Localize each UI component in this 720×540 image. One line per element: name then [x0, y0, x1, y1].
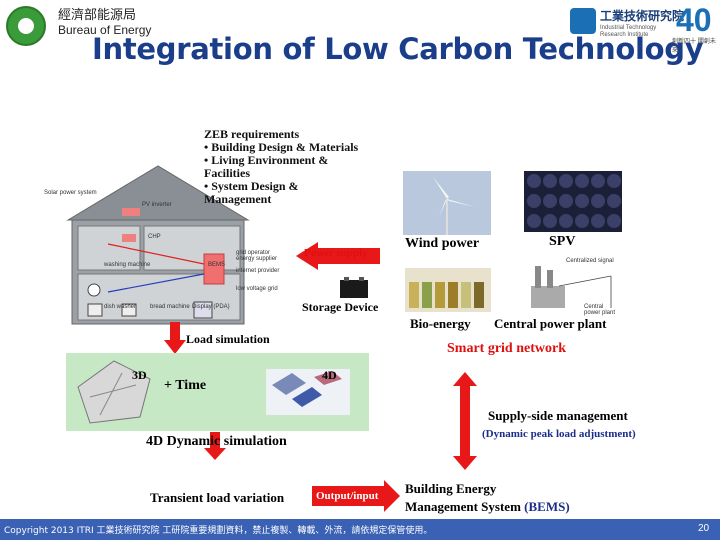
- transient-load-label: Transient load variation: [150, 490, 285, 505]
- bems-label-line2: Management System (BEMS): [405, 499, 570, 515]
- house-annotation: Solar power system: [44, 190, 97, 196]
- power-supply-label: Power supply: [304, 247, 368, 259]
- footer-copyright: Copyright 2013 ITRI 工業技術研究院 工研院重要規劃資料，禁止…: [4, 526, 433, 536]
- central-plant-note: Central power plant: [584, 304, 616, 316]
- smart-house-diagram: [66, 165, 250, 325]
- 4d-model-image: [266, 369, 350, 415]
- zeb-item: • Building Design & Materials: [204, 140, 359, 154]
- house-annotation: Display (PDA): [192, 304, 230, 310]
- spv-label: SPV: [549, 234, 576, 249]
- output-input-label: Output/input: [316, 490, 379, 502]
- dynamic-peak-label: (Dynamic peak load adjustment): [482, 428, 636, 440]
- house-annotation: low voltage grid: [236, 286, 278, 292]
- house-annotation: washing machine: [104, 262, 151, 268]
- itri-name-zh: 工業技術研究院: [600, 9, 685, 23]
- central-power-plant-label: Central power plant: [494, 316, 607, 331]
- bems-label-line1: Building Energy: [405, 481, 497, 496]
- org-name-zh: 經濟部能源局: [58, 8, 137, 23]
- itri-name-en: Industrial Technology Research Institute: [600, 25, 657, 38]
- house-annotation: grid operator energy supplier: [236, 250, 278, 262]
- bio-energy-label: Bio-energy: [410, 316, 471, 331]
- dynamic-simulation-label: 4D Dynamic simulation: [146, 434, 287, 449]
- house-annotation: PV inverter: [142, 202, 172, 208]
- 4d-label: 4D: [322, 368, 337, 382]
- wind-power-label: Wind power: [405, 236, 480, 251]
- anniversary-logo: 40: [676, 2, 712, 38]
- zeb-item: Management: [204, 192, 272, 206]
- load-simulation-label: Load simulation: [186, 332, 270, 346]
- zeb-item: • Living Environment &: [204, 153, 329, 167]
- 3d-label: 3D: [132, 368, 147, 382]
- page-title: Integration of Low Carbon Technology: [92, 32, 704, 66]
- page-number: 20: [698, 523, 710, 534]
- zeb-item: Facilities: [204, 166, 250, 180]
- house-annotation: internet provider: [236, 268, 280, 274]
- footer-bar: [0, 519, 720, 540]
- load-simulation-arrow: [164, 322, 186, 354]
- zeb-requirements: ZEB requirements • Building Design & Mat…: [204, 128, 358, 206]
- battery-icon: [340, 277, 368, 298]
- smart-grid-network-label: Smart grid network: [447, 341, 566, 356]
- bems-label-text: Management System: [405, 499, 521, 514]
- bio-energy-image: [405, 268, 491, 312]
- plus-time-label: + Time: [164, 378, 207, 393]
- house-annotation: dish washer: [104, 304, 137, 310]
- bems-abbr: (BEMS): [524, 499, 570, 514]
- bureau-of-energy-logo: [6, 6, 46, 46]
- supply-side-arrow: [453, 372, 477, 470]
- zeb-item: • System Design &: [204, 179, 299, 193]
- anniversary-text: 創新四十 開創未來: [672, 38, 716, 54]
- 3d-model-image: [77, 360, 151, 424]
- house-annotation: bread machine: [150, 304, 190, 310]
- spv-panel-image: [524, 171, 622, 232]
- house-annotation: BEMS: [208, 262, 226, 268]
- wind-power-image: [403, 171, 491, 235]
- central-power-plant-image: [519, 256, 621, 316]
- itri-logo: [570, 8, 596, 34]
- house-annotation: CHP: [148, 234, 161, 240]
- supply-side-label: Supply-side management: [488, 408, 628, 423]
- storage-device-label: Storage Device: [302, 300, 379, 314]
- central-signal-note: Centralized signal: [566, 258, 614, 264]
- zeb-heading: ZEB requirements: [204, 127, 300, 141]
- org-name-en: Bureau of Energy: [58, 23, 152, 37]
